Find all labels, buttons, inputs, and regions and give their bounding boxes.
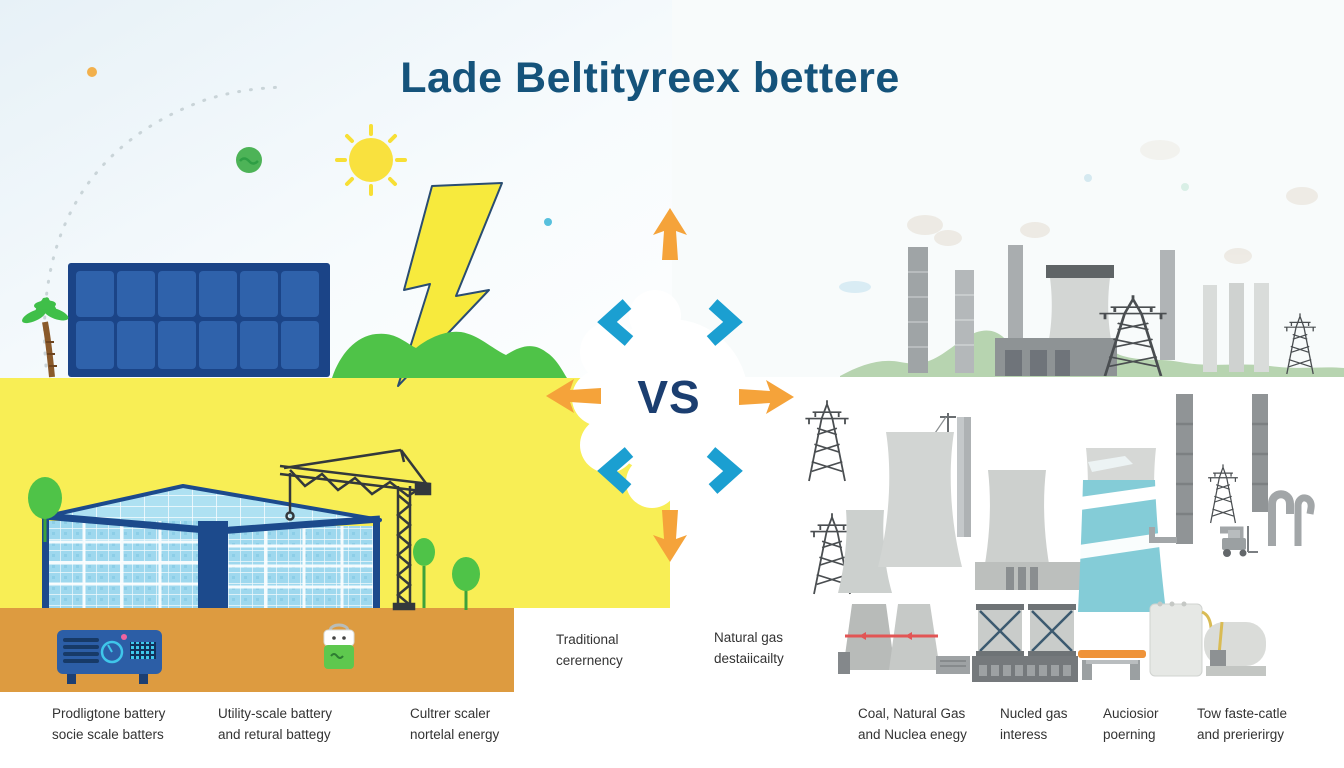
teal-reactor-tower-icon [1078, 448, 1166, 612]
power-plant-scene [804, 394, 1315, 682]
caption-coal-natural-gas: Coal, Natural Gas and Nuclea enegy [858, 704, 967, 746]
caption-line: Auciosior [1103, 706, 1159, 721]
construction-crane-icon [279, 448, 432, 611]
green-hills [332, 331, 567, 378]
sun-icon [335, 124, 407, 196]
orange-dot-icon [87, 67, 97, 77]
cooling-tower-icon [878, 413, 962, 567]
red-band-towers-icon [838, 604, 970, 674]
caption-line: destaiicailty [714, 650, 784, 666]
orange-arrows-icon [546, 208, 794, 562]
inverter-unit-icon [57, 630, 162, 684]
caption-line: Coal, Natural Gas [858, 706, 966, 721]
pale-dot-icon [1181, 183, 1189, 191]
chimney-icon [964, 417, 971, 537]
vs-label: VS [637, 371, 701, 423]
segmented-chimney-icon [1176, 394, 1268, 544]
battery-warehouse [41, 484, 382, 608]
caption-line: nortelal energy [410, 726, 500, 742]
caption-line: Nucled gas [1000, 706, 1068, 721]
tree-icon [28, 477, 480, 610]
caption-line: Prodligtone battery [52, 706, 166, 721]
teal-chevrons-icon [597, 299, 743, 494]
cooling-cells-icon [972, 604, 1078, 682]
caption-line: interess [1000, 726, 1048, 742]
cooling-tower-icon [838, 510, 892, 593]
smoke-icon [907, 140, 1318, 264]
storage-tanks-icon [1149, 601, 1266, 677]
caption-line: poerning [1103, 726, 1156, 742]
light-chimneys [1203, 283, 1269, 372]
coal-plant-scene [839, 140, 1344, 378]
caption-auciosior: Auciosior poerning [1103, 704, 1159, 746]
green-ball-icon [236, 147, 262, 173]
caption-line: Tow faste-catle [1197, 706, 1288, 721]
caption-line: and retural battegy [218, 726, 331, 742]
transmission-tower-icon [1207, 463, 1239, 524]
pale-dot-icon [1084, 174, 1092, 182]
caption-cultrer-scaler: Cultrer scaler nortelal energy [410, 704, 499, 746]
caption-tow-faste: Tow faste-catle and prerierirgy [1197, 704, 1287, 746]
decor-dots [87, 67, 1189, 226]
smokestack-icon [908, 245, 1175, 373]
vs-burst [546, 208, 794, 562]
caption-line: Natural gas [714, 630, 784, 645]
caption-line: Traditional [556, 632, 619, 647]
caption-line: Cultrer scaler [410, 706, 491, 721]
transmission-tower-icon [804, 399, 850, 482]
caption-traditional: Traditional cerernency [556, 630, 623, 672]
solar-panel-icon [68, 263, 330, 377]
caption-line: and prerierirgy [1197, 726, 1285, 742]
caption-natural-gas: Natural gas destaiicailty [714, 628, 784, 670]
forklift-icon [1222, 526, 1258, 557]
page-title: Lade Beltityreex bettere [400, 54, 900, 102]
chimney-icon [957, 417, 964, 537]
caption-line: socie scale batters [52, 726, 164, 742]
caption-storage-battery: Prodligtone battery socie scale batters [52, 704, 165, 746]
caption-line: Utility-scale battery [218, 706, 333, 721]
caption-line: cerernency [556, 652, 623, 668]
cooling-tower-icon [980, 470, 1054, 590]
caption-utility-scale-battery: Utility-scale battery and retural batteg… [218, 704, 332, 746]
bench-icon [1078, 650, 1146, 680]
caption-nucled-gas: Nucled gas interess [1000, 704, 1068, 746]
palm-tree-icon [22, 297, 69, 378]
battery-mascot-icon [323, 623, 355, 669]
teal-dot-icon [544, 218, 552, 226]
caption-line: and Nuclea enegy [858, 726, 967, 742]
